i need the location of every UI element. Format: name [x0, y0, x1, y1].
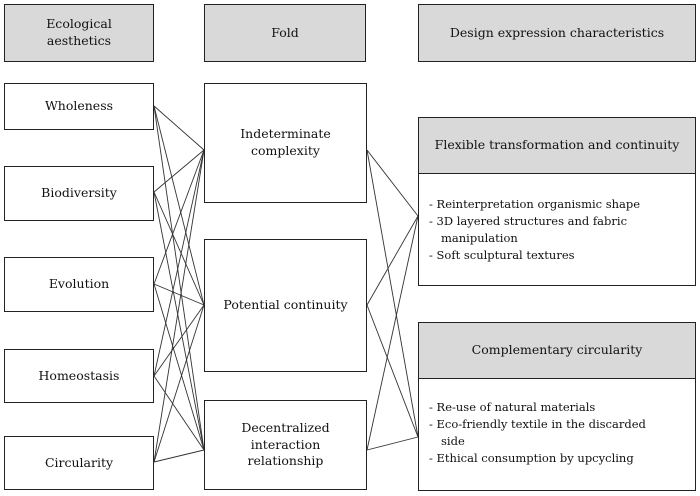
characteristic-title-2: Complementary circularity	[419, 323, 695, 379]
characteristic-group-1: Flexible transformation and continuity -…	[418, 117, 696, 286]
connector-line	[153, 304, 205, 463]
connector-line	[153, 449, 205, 463]
connector-line	[153, 283, 205, 306]
box-wholeness: Wholeness	[4, 83, 154, 130]
box-indeterminate-complexity: Indeterminate complexity	[204, 83, 367, 203]
box-biodiversity: Biodiversity	[4, 166, 154, 221]
header-fold: Fold	[204, 4, 366, 62]
characteristic-list-2: - Re-use of natural materials - Eco-frie…	[429, 399, 669, 467]
connector-line	[153, 149, 205, 285]
connector-line	[153, 105, 205, 306]
connector-line	[366, 149, 419, 217]
connector-line	[366, 215, 419, 451]
list-item: - Ethical consumption by upcycling	[429, 451, 634, 465]
connector-line	[153, 149, 205, 463]
list-item: - Re-use of natural materials	[429, 400, 596, 414]
list-item: - Soft sculptural textures	[429, 248, 575, 262]
header-ecological-aesthetics: Ecological aesthetics	[4, 4, 154, 62]
connector-line	[153, 191, 205, 306]
connector-line	[153, 149, 205, 193]
box-evolution: Evolution	[4, 257, 154, 312]
box-circularity: Circularity	[4, 436, 154, 490]
characteristic-title-1: Flexible transformation and continuity	[419, 118, 695, 174]
connector-line	[153, 283, 205, 451]
connector-line	[366, 215, 419, 306]
connector-line	[153, 304, 205, 377]
characteristic-group-2: Complementary circularity - Re-use of na…	[418, 322, 696, 491]
list-item: - Eco-friendly textile in the discarded …	[429, 417, 646, 448]
box-decentralized-interaction: Decentralized interaction relationship	[204, 400, 367, 490]
box-potential-continuity: Potential continuity	[204, 239, 367, 372]
characteristic-list-1: - Reinterpretation organismic shape - 3D…	[429, 196, 669, 264]
list-item: - Reinterpretation organismic shape	[429, 197, 641, 211]
connector-line	[366, 304, 419, 438]
box-homeostasis: Homeostasis	[4, 349, 154, 403]
connector-line	[153, 105, 205, 151]
list-item: - 3D layered structures and fabric manip…	[429, 214, 628, 245]
connector-line	[153, 375, 205, 451]
connector-line	[153, 191, 205, 451]
connector-line	[366, 149, 419, 438]
connector-line	[153, 149, 205, 377]
connector-line	[153, 105, 205, 451]
header-design-expression: Design expression characteristics	[418, 4, 696, 62]
connector-line	[366, 436, 419, 451]
